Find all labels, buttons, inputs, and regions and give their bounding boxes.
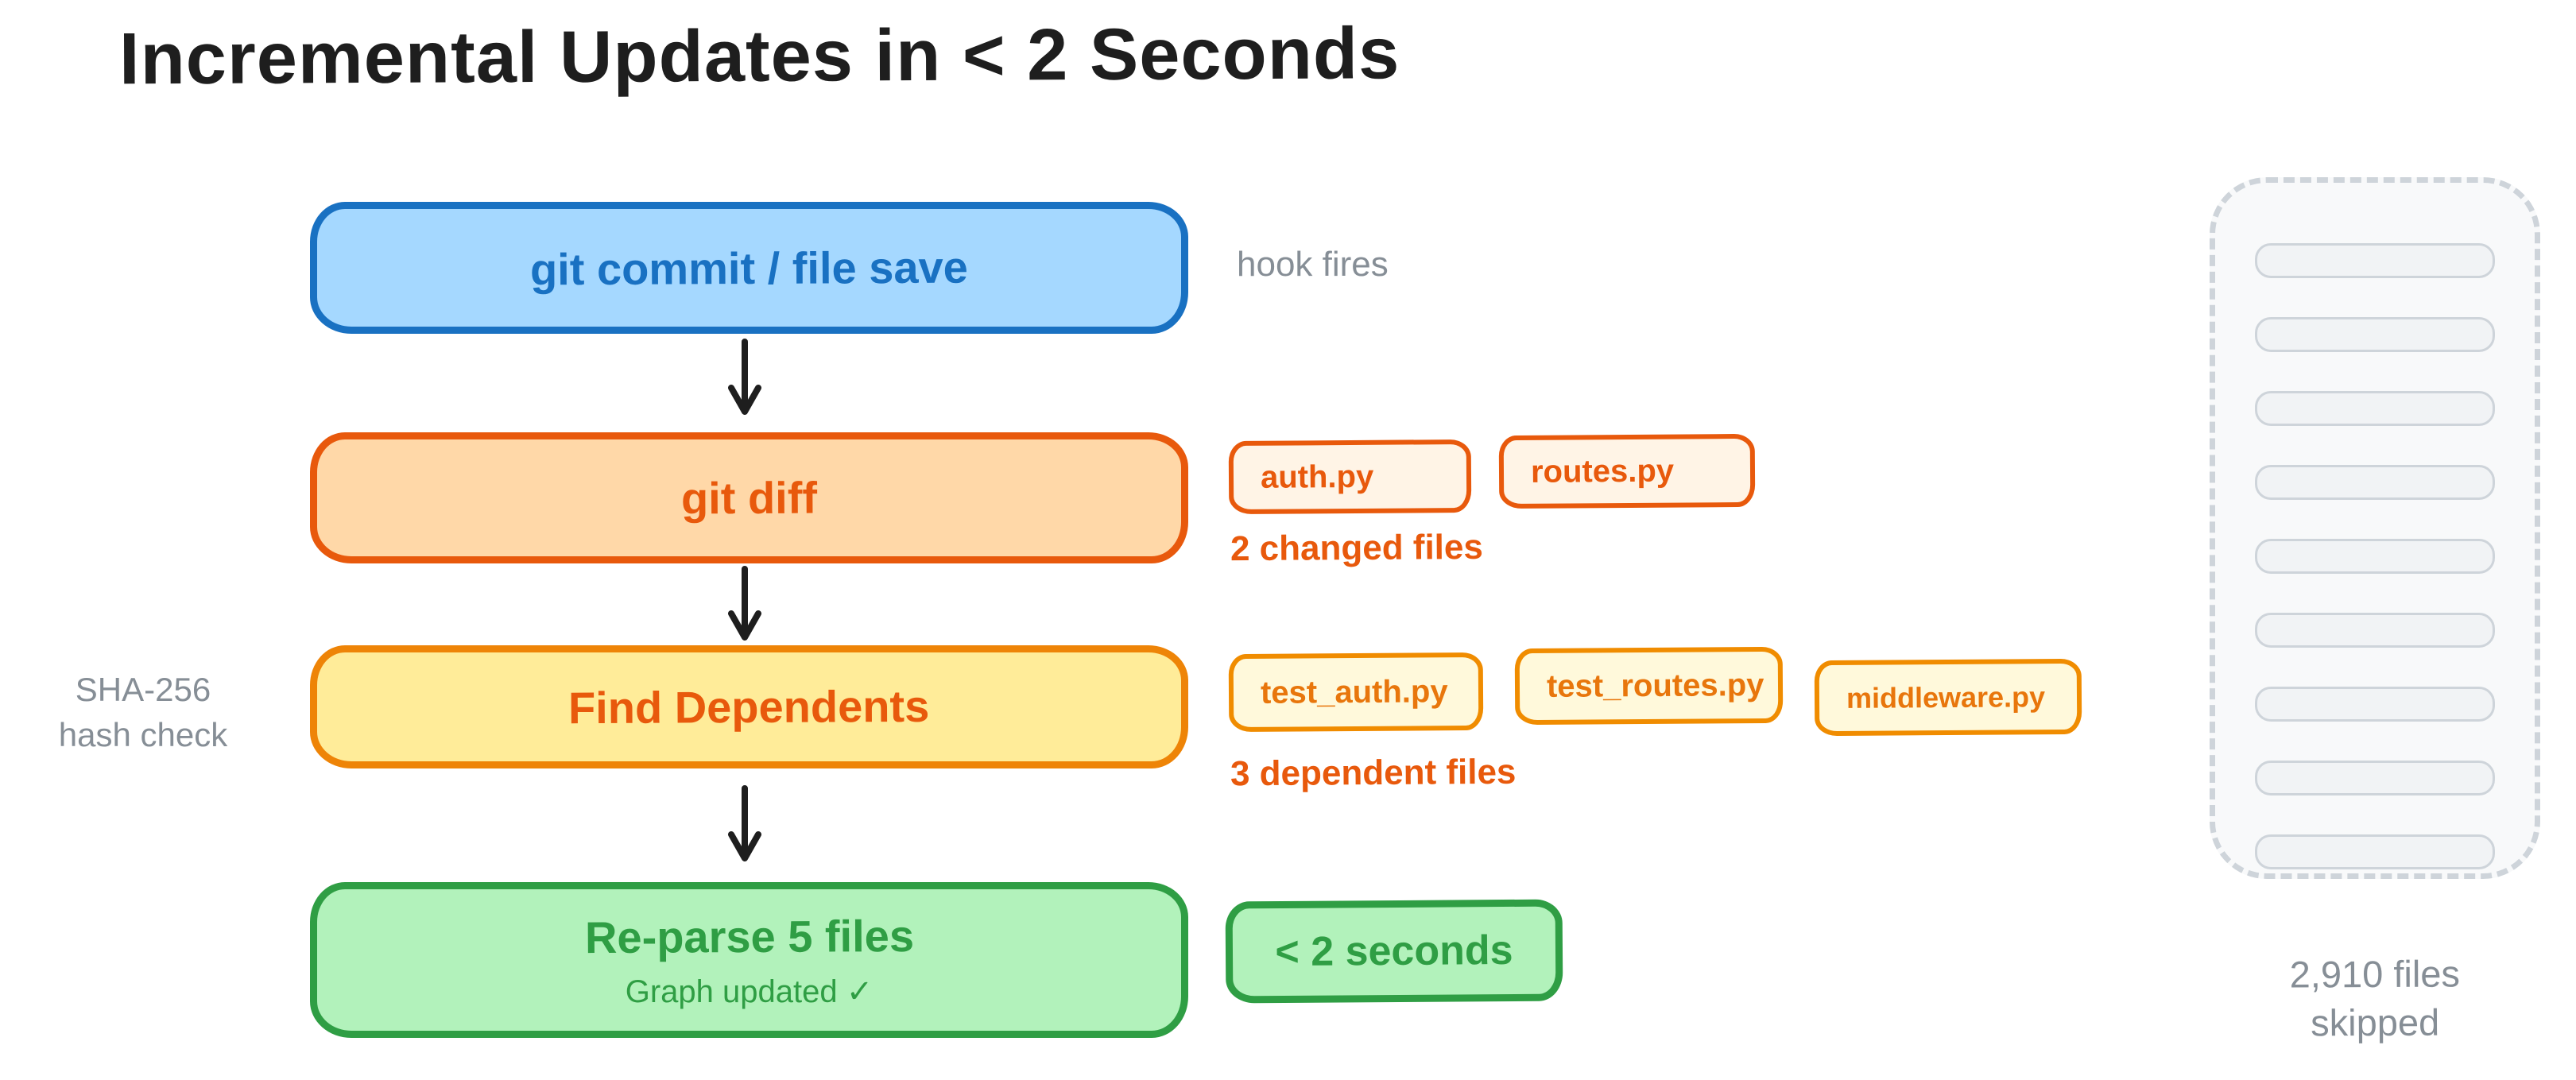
arrow-down-icon — [728, 785, 761, 861]
step-commit-box: git commit / file save — [310, 202, 1188, 334]
hook-fires-note: hook fires — [1237, 245, 1389, 284]
step-reparse-box: Re-parse 5 files Graph updated ✓ — [310, 882, 1188, 1038]
file-chip-label: routes.py — [1530, 453, 1675, 490]
sha-hash-note: SHA-256 hash check — [32, 668, 254, 757]
step-commit-label: git commit / file save — [529, 242, 969, 294]
skipped-caption-line1: 2,910 files — [2289, 952, 2461, 996]
sha-note-line2: hash check — [58, 715, 228, 753]
diagram-title: Incremental Updates in < 2 Seconds — [118, 13, 1400, 100]
skeleton-row — [2255, 539, 2495, 574]
skeleton-row — [2255, 834, 2495, 869]
step-diff-label: git diff — [680, 472, 818, 524]
skipped-rows — [2255, 243, 2495, 869]
file-chip-test-routes: test_routes.py — [1514, 646, 1784, 726]
file-chip-label: test_routes.py — [1546, 667, 1764, 704]
skipped-caption-line2: skipped — [2311, 1001, 2440, 1044]
skeleton-row — [2255, 465, 2495, 500]
skeleton-row — [2255, 761, 2495, 795]
file-chip-label: test_auth.py — [1260, 673, 1448, 710]
skeleton-row — [2255, 613, 2495, 648]
sha-note-line1: SHA-256 — [75, 671, 211, 708]
file-chip-routes: routes.py — [1498, 433, 1756, 509]
step-reparse-label: Re-parse 5 files — [584, 910, 914, 962]
arrow-down-icon — [728, 566, 761, 641]
skeleton-row — [2255, 243, 2495, 278]
step-dependents-label: Find Dependents — [568, 680, 930, 734]
skeleton-row — [2255, 391, 2495, 426]
file-chip-middleware: middleware.py — [1814, 658, 2082, 737]
file-chip-test-auth: test_auth.py — [1228, 652, 1484, 733]
file-chip-auth: auth.py — [1228, 439, 1472, 515]
file-chip-label: middleware.py — [1846, 679, 2046, 714]
duration-badge: < 2 seconds — [1225, 899, 1563, 1004]
changed-files-caption: 2 changed files — [1230, 527, 1484, 569]
skeleton-row — [2255, 687, 2495, 722]
step-diff-box: git diff — [310, 432, 1188, 563]
step-dependents-box: Find Dependents — [310, 645, 1188, 768]
step-reparse-sublabel: Graph updated ✓ — [625, 974, 874, 1009]
skipped-files-caption: 2,910 files skipped — [2210, 949, 2541, 1047]
skeleton-row — [2255, 317, 2495, 352]
dependent-files-caption: 3 dependent files — [1230, 752, 1517, 794]
skipped-files-panel — [2210, 177, 2540, 879]
arrow-down-icon — [728, 339, 761, 415]
duration-badge-label: < 2 seconds — [1275, 927, 1513, 976]
file-chip-label: auth.py — [1260, 459, 1374, 495]
